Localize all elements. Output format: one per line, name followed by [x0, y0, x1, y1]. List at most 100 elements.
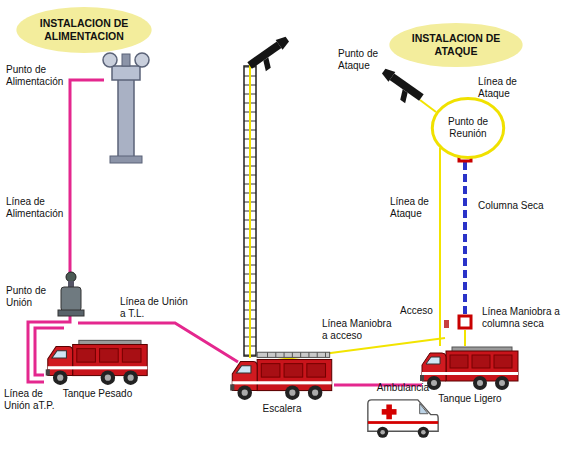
node-body: INSTALACION DE ATAQUE [388, 22, 524, 68]
vehicle-part [308, 385, 323, 400]
vehicle-part [421, 430, 426, 435]
vehicle-label: Escalera [226, 403, 338, 415]
vehicle-part [368, 400, 438, 431]
callout-label: Acceso [400, 305, 440, 317]
vehicle-part [46, 340, 148, 385]
valve-handle [66, 272, 76, 282]
vehicle-part [128, 375, 134, 381]
vehicle-part [77, 349, 96, 362]
feed-line [78, 323, 238, 362]
hydrant-cap [122, 54, 130, 66]
vehicle-part [450, 355, 468, 368]
vehicle-part [123, 370, 137, 385]
attack-line [249, 62, 251, 358]
hydrant-column [118, 78, 134, 158]
vehicle-part [230, 384, 234, 390]
vehicle-part [317, 352, 318, 357]
vehicle-part [100, 349, 119, 362]
vehicle-part [101, 370, 115, 385]
callout-label: Punto de Ataque [338, 48, 386, 72]
nozzle-grip [260, 57, 274, 71]
vehicle-part [289, 390, 295, 396]
nozzle-tip [276, 34, 291, 50]
vehicle-part [368, 421, 438, 424]
vehicle-part [236, 366, 251, 373]
vehicle-part [230, 352, 332, 400]
heavy-tanker-icon [45, 330, 150, 388]
callout-label: Punto de Unión [6, 285, 56, 309]
hose-line [439, 148, 441, 346]
heavy-tanker: Tanque Pesado [40, 330, 155, 400]
callout-label: Línea Maniobra a columna seca [482, 306, 560, 330]
nozzle [376, 66, 425, 109]
dry-column [463, 162, 467, 314]
callout-label: Línea de Unión a T.L. [120, 296, 190, 320]
vehicle-part [53, 370, 68, 385]
vehicle-part [292, 352, 293, 357]
vehicle-part [420, 375, 424, 381]
maneuver-line [464, 330, 466, 346]
vehicle-part [422, 372, 518, 375]
node-text: Punto de Reunión [436, 116, 500, 140]
vehicle-part [267, 352, 268, 357]
vehicle-part [284, 364, 303, 377]
ellipse-fill [16, 7, 151, 53]
callout-label: Línea Maniobra a acceso [322, 318, 398, 342]
valve-flange [58, 310, 84, 316]
vehicle-part [122, 349, 141, 362]
vehicle-part [325, 352, 326, 357]
vehicle-part [242, 390, 248, 396]
vehicle-part [494, 355, 512, 368]
callout-label: Línea de Ataque [478, 76, 526, 100]
vehicle-part [284, 352, 285, 357]
vehicle-part [52, 351, 67, 358]
title-text: INSTALACION DE ATAQUE [402, 32, 510, 58]
vehicle-part [285, 385, 300, 400]
vehicle-part [377, 427, 388, 438]
title-ellipse: INSTALACION DE ALIMENTACION [15, 6, 153, 54]
vehicle-part [312, 390, 318, 396]
hydrant-coupling [103, 53, 117, 67]
ladder-truck: Escalera [226, 345, 338, 415]
vehicle-part [420, 404, 428, 414]
vehicle-part [257, 352, 330, 357]
attack-line [420, 100, 436, 112]
column-inlet [459, 316, 471, 328]
vehicle-part [499, 380, 505, 386]
hydrant-coupling [135, 53, 149, 67]
vehicle-part [232, 381, 331, 384]
feed-line [70, 80, 104, 272]
vehicle-label: Tanque Ligero [418, 393, 522, 405]
ladder-truck-icon [230, 345, 334, 403]
ambulance-icon [366, 394, 440, 439]
vehicle-part [426, 357, 440, 364]
ellipse-fill [389, 23, 522, 67]
callout-label: Línea de Alimentación [6, 196, 72, 220]
vehicle-part [472, 355, 490, 368]
title-text: INSTALACION DE ALIMENTACION [29, 17, 139, 43]
vehicle-part [300, 352, 301, 357]
node-body: Punto de Reunión [430, 96, 506, 160]
vehicle-part [420, 347, 518, 390]
light-tanker: Tanque Ligero [418, 337, 522, 405]
meeting-point-circle: Punto de Reunión [430, 96, 506, 160]
vehicle-part [261, 364, 280, 377]
maneuver-line [262, 338, 445, 362]
vehicle-part [237, 385, 252, 400]
vehicle-part [380, 430, 385, 435]
hydrant-head [112, 66, 140, 80]
vehicle-part [307, 364, 326, 377]
valve-body [61, 287, 81, 311]
callout-label: Columna Seca [478, 200, 554, 212]
vehicle-part [477, 380, 483, 386]
vehicle-part [275, 352, 276, 357]
vehicle-part [495, 376, 509, 390]
vehicle-part [382, 409, 397, 415]
node-body: INSTALACION DE ALIMENTACION [15, 6, 153, 54]
vehicle-part [48, 366, 147, 369]
callout-label: Punto de Alimentación [6, 64, 72, 88]
vehicle-part [418, 427, 429, 438]
nozzle-grip [397, 89, 411, 103]
callout-label: Línea de Unión aT.P. [4, 388, 64, 412]
